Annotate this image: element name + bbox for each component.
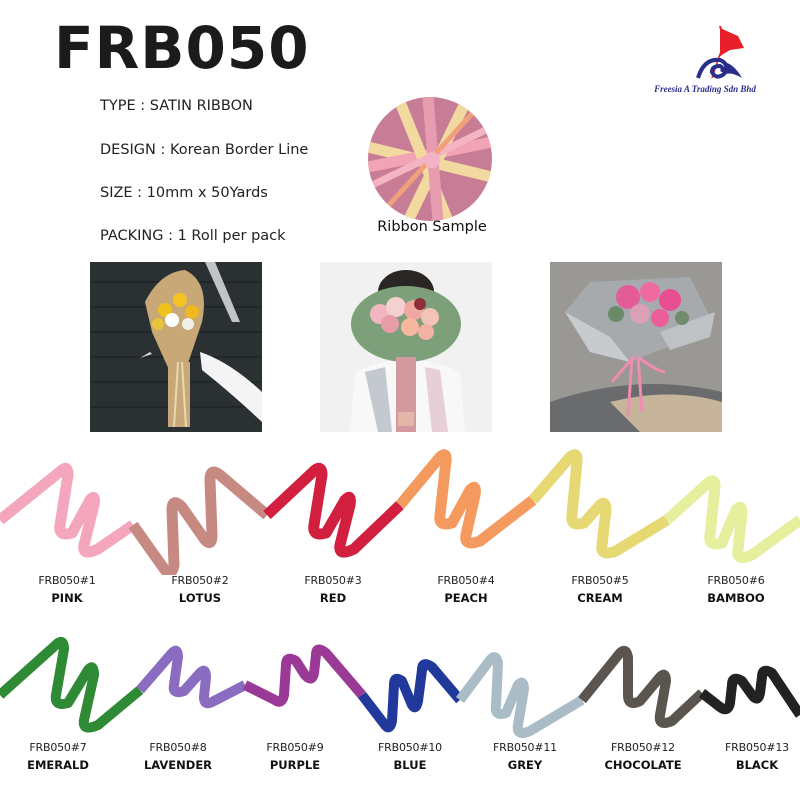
ribbon-sample-image xyxy=(368,97,492,221)
swatch-label-pink: FRB050#1 PINK xyxy=(38,574,96,605)
swatch-label-lavender: FRB050#8 LAVENDER xyxy=(143,741,213,772)
company-name: Freesia A Trading Sdn Bhd xyxy=(654,84,756,94)
ribbon-grey xyxy=(456,652,585,738)
spec-design: DESIGN : Korean Border Line xyxy=(100,142,309,158)
swatch-label-purple: FRB050#9 PURPLE xyxy=(266,741,324,772)
swatch-label-red: FRB050#3 RED xyxy=(304,574,362,605)
swatch-label-black: FRB050#13 BLACK xyxy=(725,741,789,772)
ribbon-pink xyxy=(0,462,137,558)
ribbon-sample-label: Ribbon Sample xyxy=(377,219,487,235)
ribbon-purple xyxy=(242,644,366,707)
photo-bouquet-grey-wrap xyxy=(550,262,722,432)
swatch-label-emerald: FRB050#7 EMERALD xyxy=(27,741,89,772)
spec-type: TYPE : SATIN RIBBON xyxy=(100,98,253,114)
ribbon-lotus xyxy=(128,466,271,578)
ribbon-lavender xyxy=(136,645,248,709)
swatch-label-cream: FRB050#5 CREAM xyxy=(571,574,629,605)
photo-bouquet-pink-roses xyxy=(320,262,492,432)
ribbon-blue xyxy=(358,659,464,733)
ribbon-cream xyxy=(528,449,670,559)
photo-bouquet-kraft-paper xyxy=(90,262,262,432)
swatch-label-grey: FRB050#11 GREY xyxy=(493,741,557,772)
company-logo: Freesia A Trading Sdn Bhd xyxy=(620,20,790,102)
swatch-label-bamboo: FRB050#6 BAMBOO xyxy=(707,574,765,605)
ribbon-peach xyxy=(395,449,537,549)
ribbon-chocolate xyxy=(578,645,706,728)
ribbon-red xyxy=(263,462,404,558)
swatch-label-blue: FRB050#10 BLUE xyxy=(378,741,442,772)
spec-size: SIZE : 10mm x 50Yards xyxy=(100,185,268,201)
product-code-title: FRB050 xyxy=(54,14,310,82)
ribbon-swatches-row-1 xyxy=(0,445,800,578)
spec-packing: PACKING : 1 Roll per pack xyxy=(100,228,286,244)
ribbon-swatches-row-2 xyxy=(0,625,800,745)
ribbon-bamboo xyxy=(663,475,800,564)
freesia-flower-logo-icon xyxy=(696,25,744,79)
ribbon-black xyxy=(698,665,800,718)
swatch-label-peach: FRB050#4 PEACH xyxy=(437,574,495,605)
ribbon-emerald xyxy=(0,636,144,733)
swatch-label-lotus: FRB050#2 LOTUS xyxy=(171,574,229,605)
swatch-label-chocolate: FRB050#12 CHOCOLATE xyxy=(604,741,682,772)
